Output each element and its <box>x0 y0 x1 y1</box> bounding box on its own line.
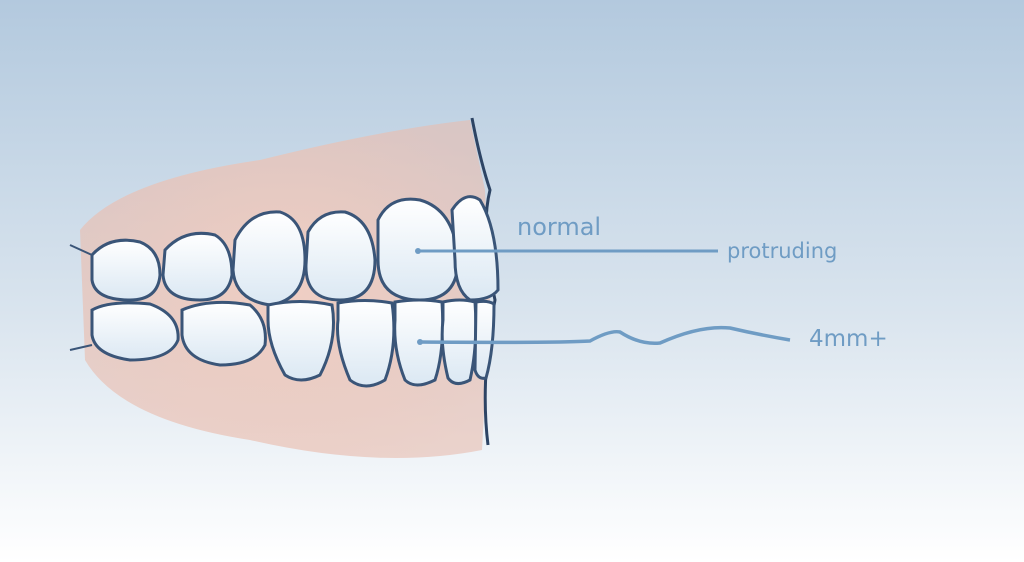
normal-label: normal <box>517 213 601 241</box>
protruding-label: protruding <box>727 239 837 263</box>
measurement-wavy-line <box>419 325 791 346</box>
measurement-label: 4mm+ <box>809 326 888 352</box>
